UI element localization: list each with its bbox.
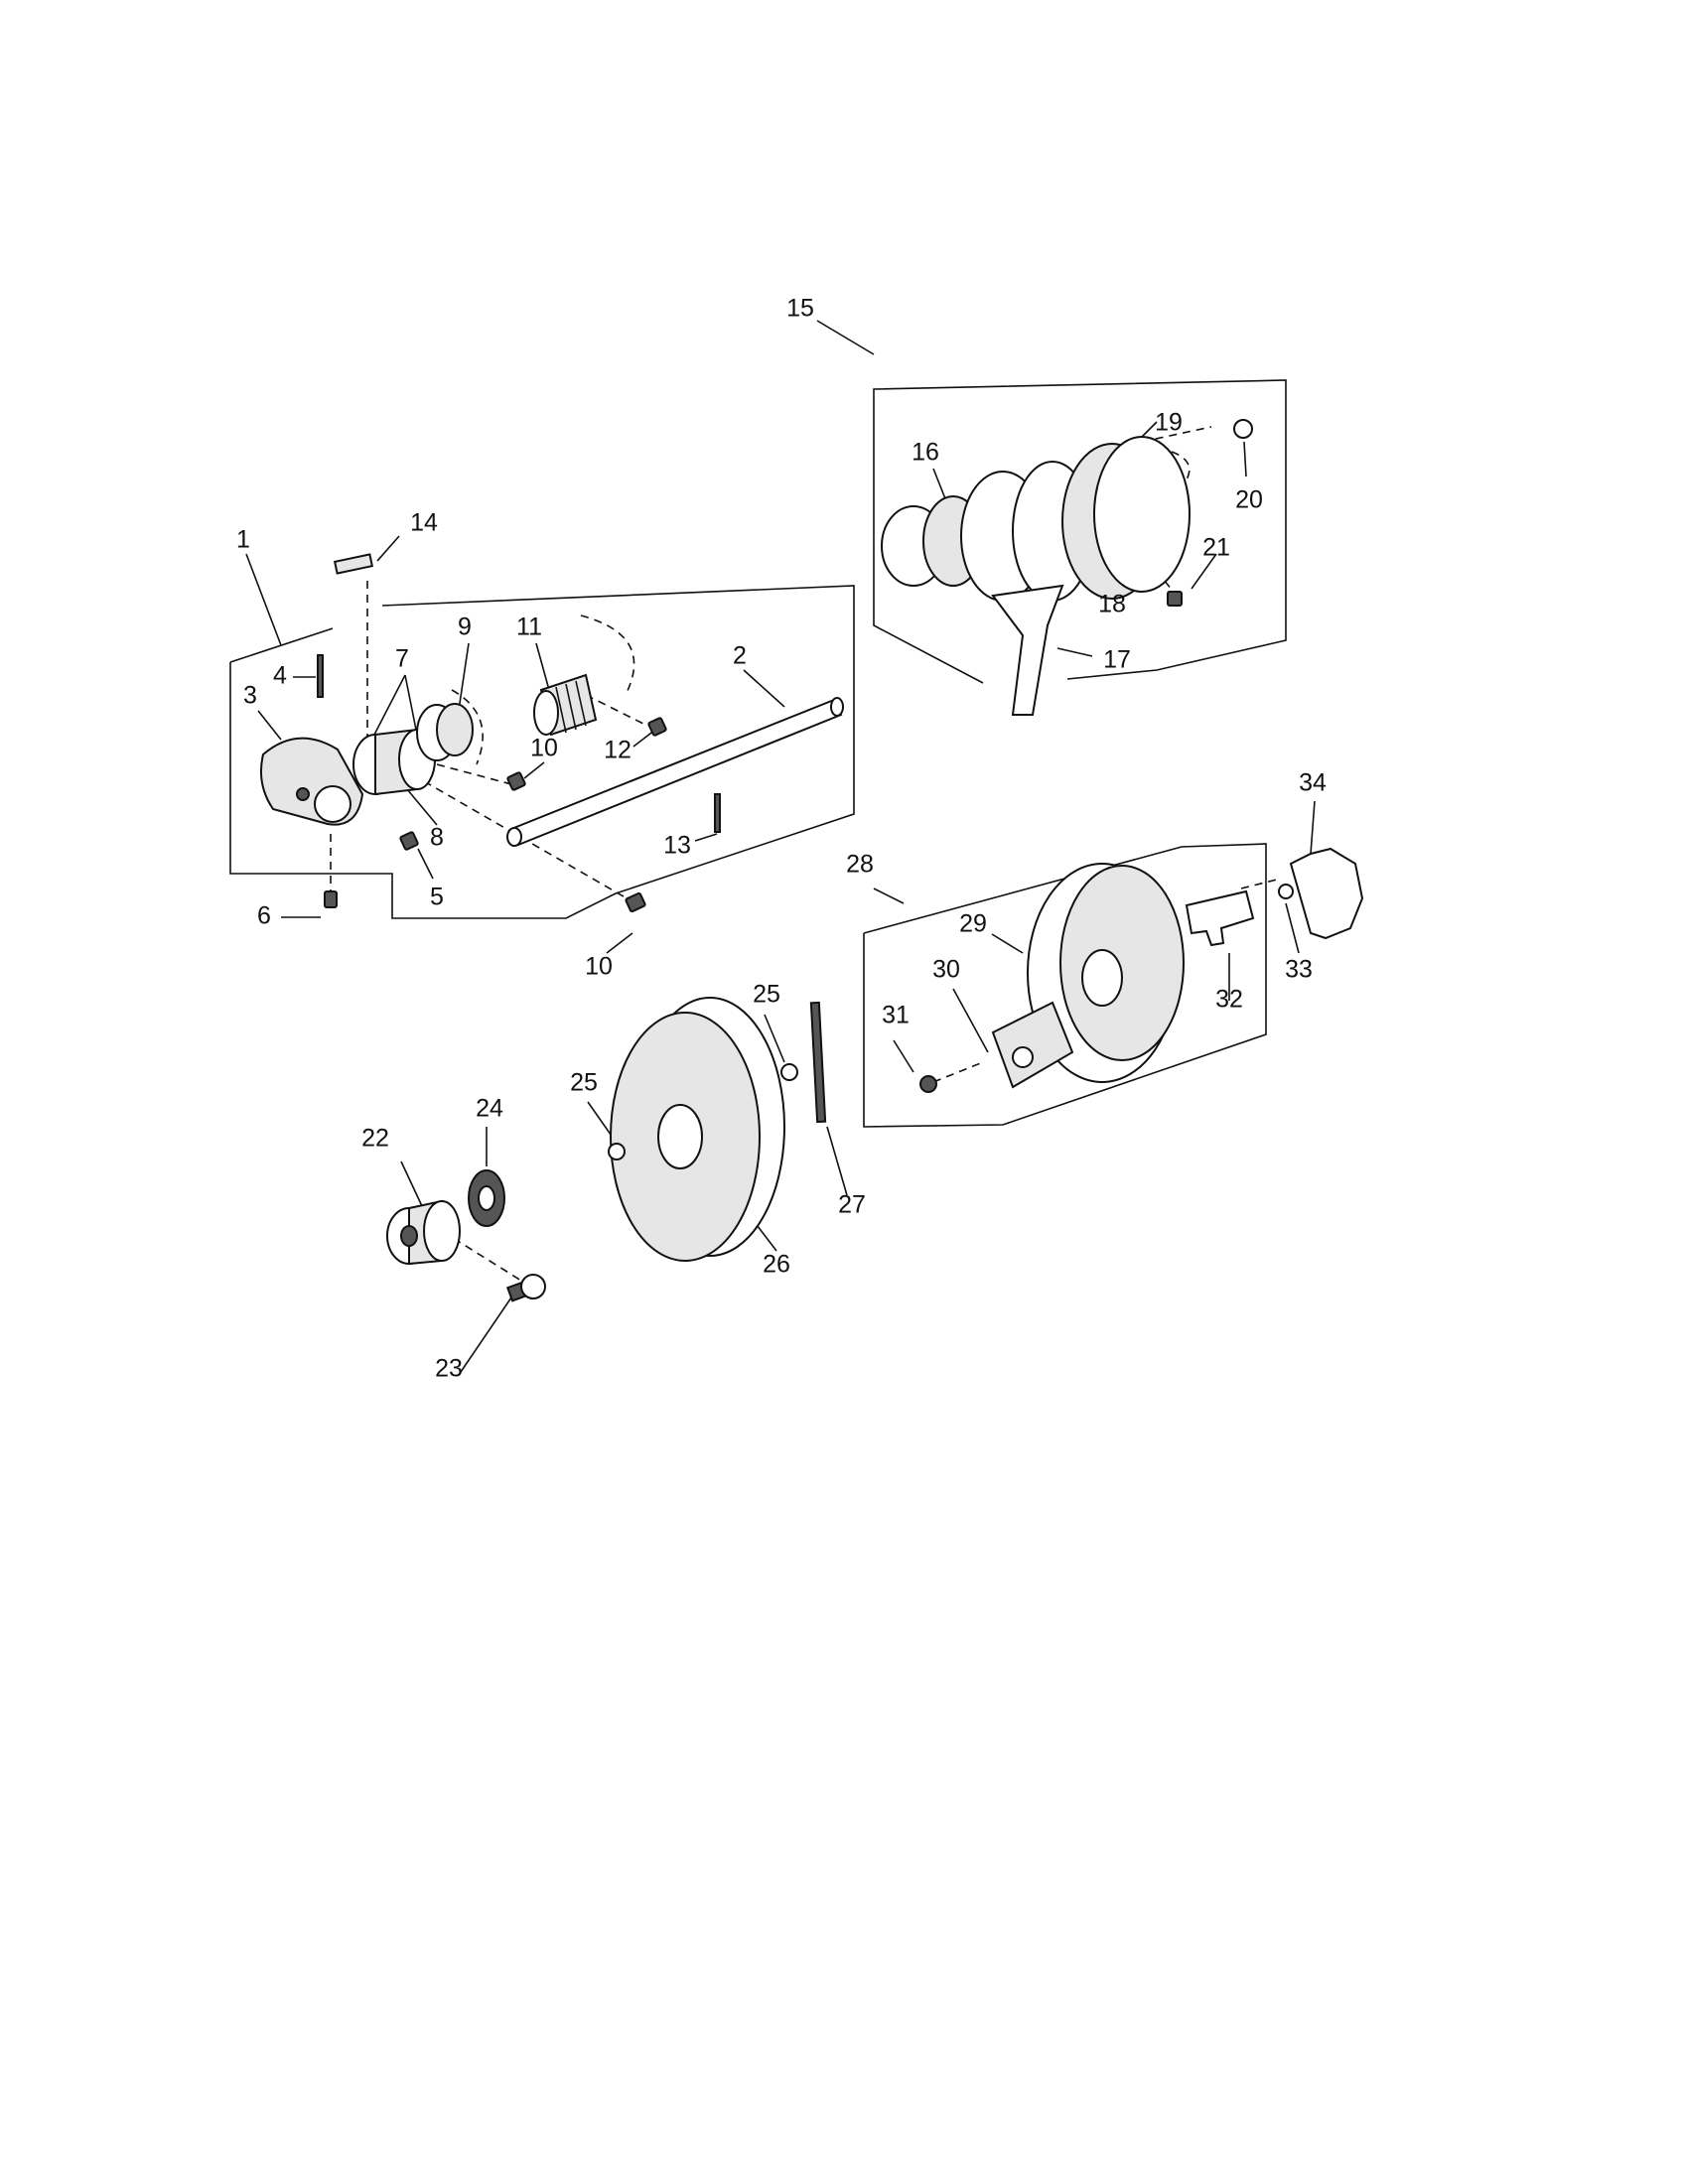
callout-29: 29 bbox=[959, 910, 987, 938]
callout-28: 28 bbox=[846, 851, 874, 879]
part-collar-9 bbox=[416, 703, 474, 761]
callout-3: 3 bbox=[243, 682, 257, 710]
part-shaft-2 bbox=[506, 697, 844, 847]
callout-31: 31 bbox=[882, 1002, 910, 1029]
callout-4: 4 bbox=[273, 662, 287, 690]
callout-32: 32 bbox=[1215, 986, 1243, 1014]
part-clips-25 bbox=[608, 1063, 798, 1160]
callout-2: 2 bbox=[733, 642, 747, 670]
callout-27: 27 bbox=[838, 1191, 866, 1219]
callout-13: 13 bbox=[663, 832, 691, 860]
callout-30: 30 bbox=[932, 956, 960, 984]
callout-9: 9 bbox=[458, 614, 472, 641]
leader-lines bbox=[245, 320, 1316, 1373]
callout-26: 26 bbox=[763, 1251, 790, 1279]
callout-11: 11 bbox=[516, 614, 542, 641]
assembly-28-outline bbox=[863, 843, 1267, 1128]
callout-20: 20 bbox=[1235, 486, 1263, 514]
part-worm-11 bbox=[533, 673, 598, 737]
callout-18: 18 bbox=[1098, 591, 1126, 618]
callout-10-lower: 10 bbox=[585, 953, 613, 981]
callout-7: 7 bbox=[395, 645, 409, 673]
callout-22: 22 bbox=[361, 1125, 389, 1153]
part-rod-17 bbox=[991, 584, 1064, 716]
callout-24: 24 bbox=[476, 1095, 503, 1123]
callout-1: 1 bbox=[236, 526, 250, 554]
callout-15: 15 bbox=[786, 295, 814, 323]
part-screw-23 bbox=[505, 1274, 546, 1302]
callout-21: 21 bbox=[1202, 534, 1230, 562]
part-hook-30 bbox=[991, 1001, 1074, 1089]
callout-23: 23 bbox=[435, 1355, 463, 1383]
part-crank-3 bbox=[260, 737, 364, 826]
callout-6: 6 bbox=[257, 902, 271, 930]
callout-10-upper: 10 bbox=[530, 735, 558, 762]
callout-17: 17 bbox=[1103, 646, 1131, 674]
assembly-15-outline bbox=[873, 379, 1287, 684]
callout-33: 33 bbox=[1285, 956, 1313, 984]
callout-14: 14 bbox=[410, 509, 438, 537]
part-screws bbox=[317, 553, 721, 913]
part-pin-27 bbox=[809, 1001, 827, 1124]
callout-8: 8 bbox=[430, 824, 444, 852]
assembly-1-outline bbox=[229, 585, 855, 919]
part-cover-34 bbox=[1289, 847, 1364, 940]
callout-16: 16 bbox=[912, 439, 939, 467]
callout-25-left: 25 bbox=[570, 1069, 598, 1097]
callout-25-right: 25 bbox=[753, 981, 780, 1009]
part-pulley-26 bbox=[610, 997, 785, 1262]
callout-19: 19 bbox=[1155, 409, 1183, 437]
callout-5: 5 bbox=[430, 884, 444, 911]
part-gear-29 bbox=[1027, 863, 1185, 1083]
callout-labels: 1 2 3 4 5 6 7 8 9 10 10 11 12 13 14 15 1… bbox=[236, 295, 1327, 1383]
part-plate-32 bbox=[1185, 889, 1255, 947]
part-washer-24 bbox=[468, 1169, 505, 1227]
part-screw-31 bbox=[919, 1075, 937, 1093]
callout-12: 12 bbox=[604, 737, 632, 764]
part-screw-33 bbox=[1278, 884, 1294, 899]
part-cam-16 bbox=[881, 436, 1191, 602]
part-roller-22 bbox=[386, 1199, 461, 1266]
callout-34: 34 bbox=[1299, 769, 1327, 797]
part-gear-small-20-21 bbox=[1167, 419, 1253, 607]
